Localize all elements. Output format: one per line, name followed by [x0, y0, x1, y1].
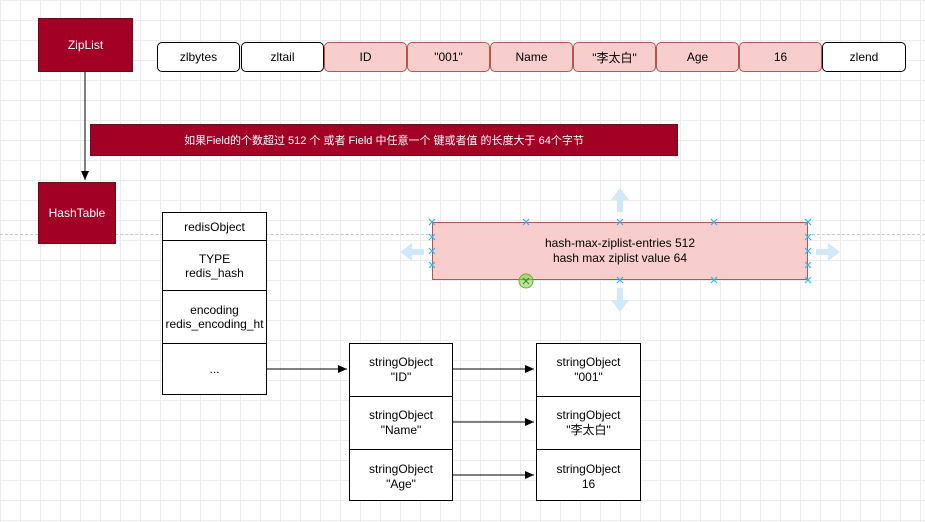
ziplist-cell-id-value[interactable]: "001": [407, 42, 490, 72]
selection-hint-arrows[interactable]: [400, 188, 840, 312]
handle-left-2-icon: [428, 247, 436, 255]
ziplist-label-text: ZipList: [67, 38, 104, 52]
selection-handles[interactable]: [428, 218, 812, 284]
ziplist-cell-zlbytes[interactable]: zlbytes: [157, 42, 240, 72]
hash-config-entries: hash-max-ziplist-entries 512: [544, 236, 696, 250]
handle-bottom-mid-right-icon: [710, 276, 718, 284]
ziplist-cell-id-key[interactable]: ID: [324, 42, 407, 72]
handle-top-mid-left-icon: [522, 218, 530, 226]
redis-object-type: TYPE redis_hash: [163, 241, 266, 291]
redis-object-ptr: ...: [209, 362, 220, 376]
handle-top-right-icon: [804, 218, 812, 226]
conversion-condition-banner[interactable]: 如果Field的个数超过 512 个 或者 Field 中任意一个 键或者值 的…: [90, 124, 678, 156]
key-object-id: stringObject "ID": [350, 344, 452, 397]
value-object-age: stringObject 16: [556, 461, 621, 491]
hash-config-box[interactable]: hash-max-ziplist-entries 512 hash max zi…: [432, 222, 808, 280]
handle-bottom-right-icon: [804, 276, 812, 284]
value-object-name: stringObject "李太白": [537, 397, 640, 450]
hint-arrow-right-icon: [816, 243, 840, 261]
ziplist-cell-age-value[interactable]: 16: [739, 42, 822, 72]
handle-left-1-icon: [428, 233, 436, 241]
handle-right-1-icon: [804, 233, 812, 241]
hint-arrow-up-icon: [611, 188, 629, 212]
ziplist-cell-name-value[interactable]: "李太白": [573, 42, 656, 72]
value-object-stack[interactable]: stringObject "001" stringObject "李太白" st…: [536, 343, 641, 501]
hashtable-label[interactable]: HashTable: [38, 182, 116, 244]
ziplist-cell-zlend[interactable]: zlend: [822, 42, 906, 72]
ziplist-label[interactable]: ZipList: [38, 18, 133, 72]
key-object-stack[interactable]: stringObject "ID" stringObject "Name" st…: [349, 343, 453, 501]
key-object-name: stringObject "Name": [350, 397, 452, 450]
ziplist-cell-name-key[interactable]: Name: [490, 42, 573, 72]
redis-object-header: redisObject: [163, 213, 266, 241]
handle-top-mid-right-icon: [710, 218, 718, 226]
ziplist-cell-age-key[interactable]: Age: [656, 42, 739, 72]
handle-left-3-icon: [428, 261, 436, 269]
handle-top-left-icon: [428, 218, 436, 226]
hash-config-value: hash max ziplist value 64: [552, 251, 688, 265]
handle-top-mid-icon: [616, 218, 624, 226]
hint-arrow-left-icon: [400, 243, 424, 261]
redis-object-stack[interactable]: redisObject TYPE redis_hash encoding red…: [162, 212, 267, 395]
connection-point-cross-icon: [522, 277, 530, 285]
handle-right-3-icon: [804, 261, 812, 269]
hashtable-label-text: HashTable: [48, 206, 106, 220]
hint-arrow-down-icon: [611, 288, 629, 312]
ziplist-cell-zltail[interactable]: zltail: [241, 42, 324, 72]
handle-bottom-mid-icon: [616, 276, 624, 284]
key-object-age: stringObject "Age": [368, 461, 434, 491]
handle-right-2-icon: [804, 247, 812, 255]
conversion-condition-text: 如果Field的个数超过 512 个 或者 Field 中任意一个 键或者值 的…: [184, 135, 584, 147]
value-object-id: stringObject "001": [537, 344, 640, 397]
redis-object-encoding: encoding redis_encoding_ht: [163, 291, 266, 344]
